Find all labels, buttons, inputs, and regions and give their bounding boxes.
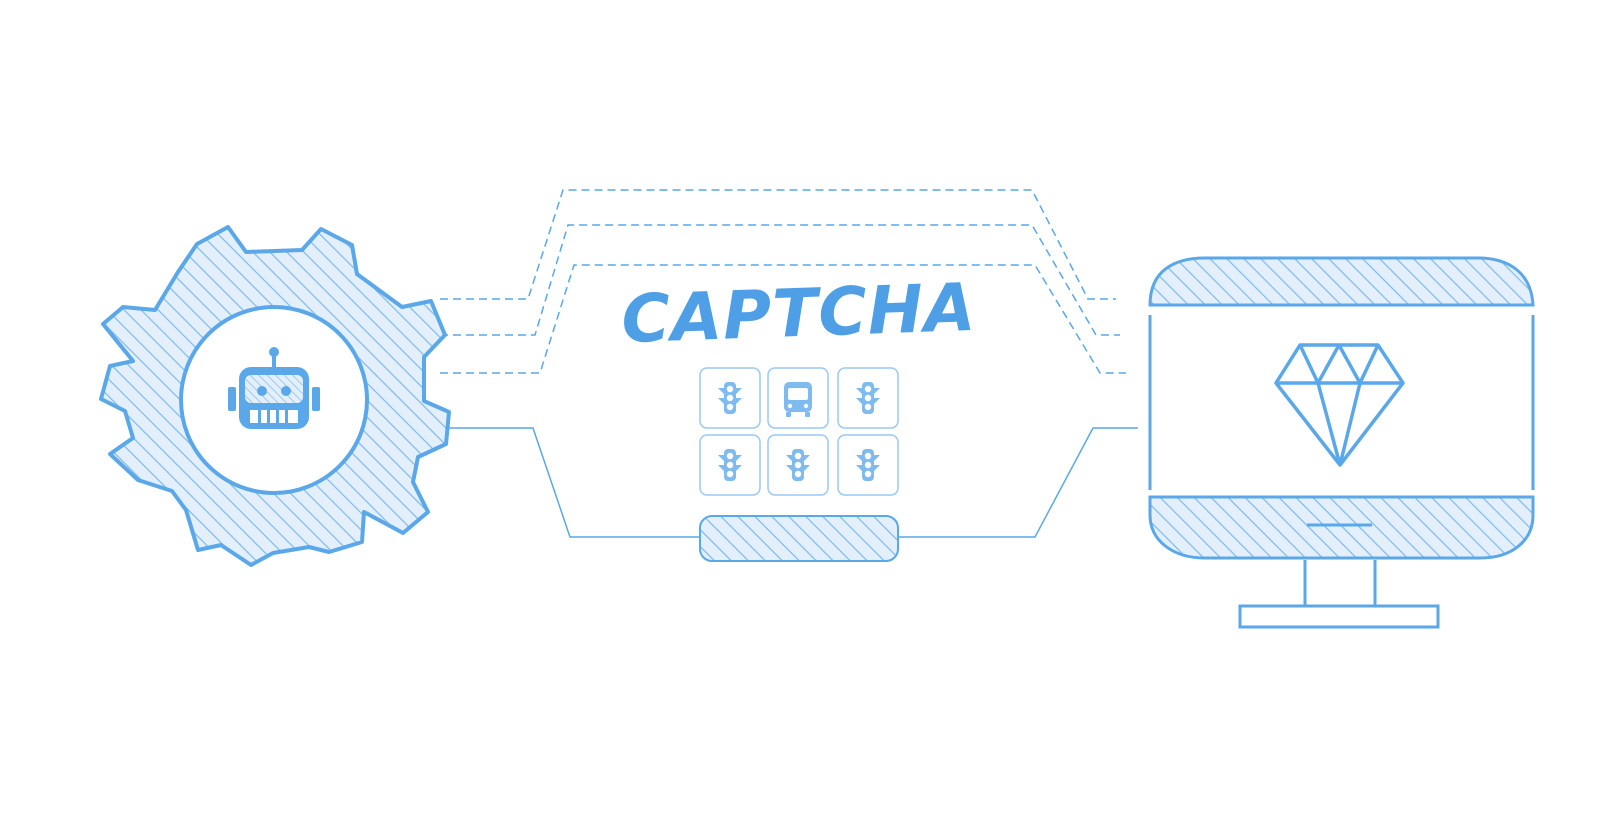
captcha-submit-bar[interactable] xyxy=(699,515,899,562)
captcha-tile[interactable] xyxy=(699,434,761,496)
captcha-tile[interactable] xyxy=(767,367,829,429)
captcha-tile[interactable] xyxy=(767,434,829,496)
captcha-tile[interactable] xyxy=(699,367,761,429)
dashed-line-3 xyxy=(440,264,1126,374)
bus-icon xyxy=(784,382,812,417)
monitor-top-band xyxy=(1148,256,1535,307)
diamond-icon xyxy=(1274,343,1405,467)
dashed-connectors xyxy=(440,189,1126,374)
monitor-bottom-band xyxy=(1148,495,1535,560)
solid-connector xyxy=(436,427,1138,538)
captcha-tile[interactable] xyxy=(837,367,899,429)
monitor-stand-base xyxy=(1238,604,1440,629)
dashed-line-1 xyxy=(440,189,1116,300)
captcha-tile[interactable] xyxy=(837,434,899,496)
captcha-title: CAPTCHA xyxy=(620,269,977,358)
captcha-tile-grid xyxy=(699,367,899,496)
monitor-icon xyxy=(1148,256,1535,629)
dashed-line-2 xyxy=(440,224,1120,336)
robot-icon xyxy=(228,347,320,429)
connector-lines xyxy=(436,189,1138,538)
